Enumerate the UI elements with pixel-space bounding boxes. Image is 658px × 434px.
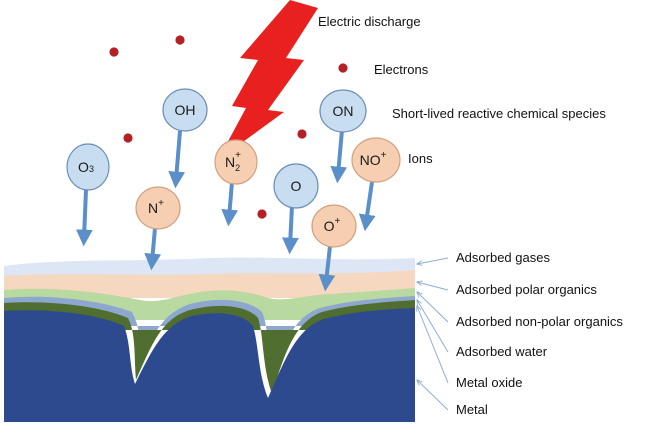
electron-dot	[257, 209, 267, 219]
label-adsorbed-polar-organics: Adsorbed polar organics	[456, 282, 597, 297]
svg-text:N+: N+	[148, 198, 164, 216]
arrow	[330, 129, 348, 184]
svg-text:N2+: N2+	[225, 150, 241, 173]
electron-dot	[297, 129, 307, 139]
svg-text:OH: OH	[175, 102, 196, 118]
svg-text:ON: ON	[333, 103, 354, 119]
label-metal-oxide: Metal oxide	[456, 375, 522, 390]
arrow	[144, 227, 162, 271]
arrow	[318, 245, 336, 292]
electron-dot	[123, 133, 133, 143]
label-adsorbed-gases: Adsorbed gases	[456, 250, 550, 265]
species-on: ON	[319, 89, 367, 133]
species-no-plus: NO+	[351, 137, 401, 183]
svg-text:O+: O+	[324, 216, 341, 234]
surface-layers	[4, 257, 415, 422]
label-adsorbed-nonpolar-organics: Adsorbed non-polar organics	[456, 314, 623, 329]
pointer	[417, 257, 449, 264]
adsorbed-polar-organics-layer	[4, 270, 415, 298]
pointer	[417, 282, 449, 291]
species-o-plus: O+	[311, 204, 357, 248]
svg-text:O3: O3	[78, 159, 94, 175]
layer-pointers	[417, 257, 449, 411]
pointer	[417, 292, 449, 323]
arrow	[75, 189, 93, 247]
label-adsorbed-water: Adsorbed water	[456, 344, 548, 359]
species-o: O	[273, 163, 319, 209]
arrow	[168, 130, 186, 189]
label-metal: Metal	[456, 402, 488, 417]
pointer	[417, 300, 449, 353]
electrons	[109, 35, 348, 219]
species-o3: O3	[66, 143, 110, 191]
arrow	[358, 181, 376, 232]
pointer	[417, 380, 449, 411]
label-electrons: Electrons	[374, 62, 429, 77]
arrow	[221, 181, 239, 227]
species-oh: OH	[162, 88, 208, 132]
electron-dot	[338, 63, 348, 73]
species-arrows	[75, 129, 376, 292]
label-short-lived-species: Short-lived reactive chemical species	[392, 106, 606, 121]
arrow	[282, 205, 299, 255]
metal-layer	[4, 308, 415, 422]
lightning-bolt-icon	[218, 0, 318, 160]
label-ions: Ions	[408, 151, 433, 166]
svg-text:O: O	[291, 178, 302, 194]
label-electric-discharge: Electric discharge	[318, 14, 421, 29]
electron-dot	[109, 47, 119, 57]
electron-dot	[175, 35, 185, 45]
pointer	[417, 306, 449, 384]
species-n-plus: N+	[135, 186, 181, 230]
species-n2-plus: N2+	[214, 139, 258, 185]
svg-text:NO+: NO+	[360, 150, 387, 168]
